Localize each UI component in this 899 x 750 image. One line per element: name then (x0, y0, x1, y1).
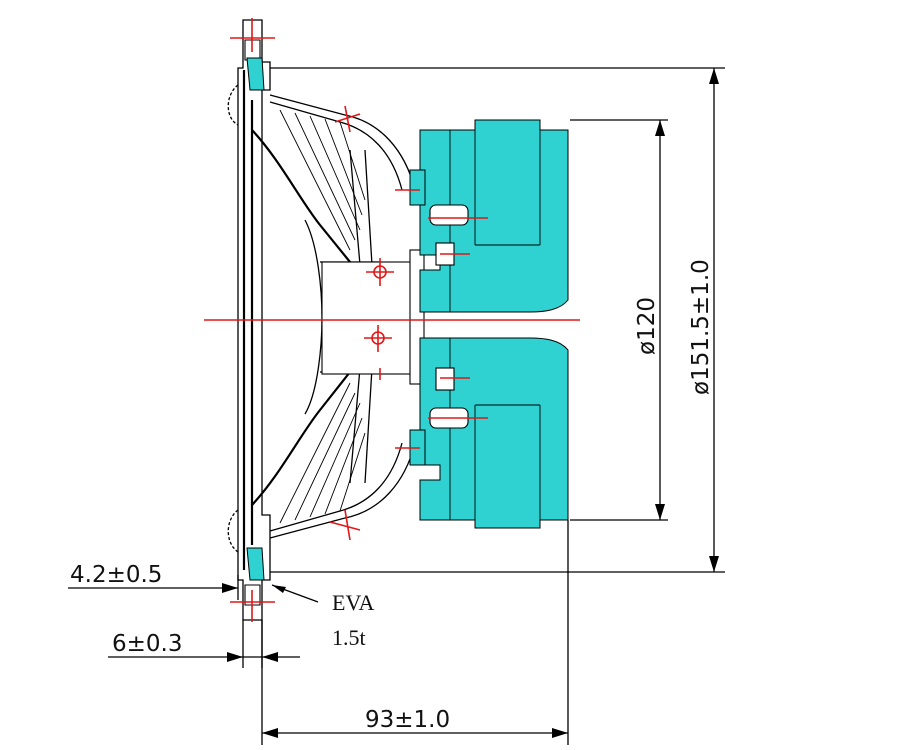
gasket-thickness-label: 1.5t (332, 625, 366, 650)
magnet-assembly (409, 119, 569, 529)
magnet-diameter-label: ø120 (634, 297, 660, 355)
gasket-total-label: 6±0.3 (112, 631, 182, 657)
flange-thickness-label: 4.2±0.5 (70, 562, 162, 588)
centerlines (204, 18, 580, 622)
pole-piece (321, 249, 425, 385)
overall-depth-label: 93±1.0 (365, 707, 450, 733)
gasket-material-label: EVA (332, 590, 374, 615)
dimension-lines (68, 67, 725, 745)
outer-diameter-label: ø151.5±1.0 (688, 259, 714, 395)
